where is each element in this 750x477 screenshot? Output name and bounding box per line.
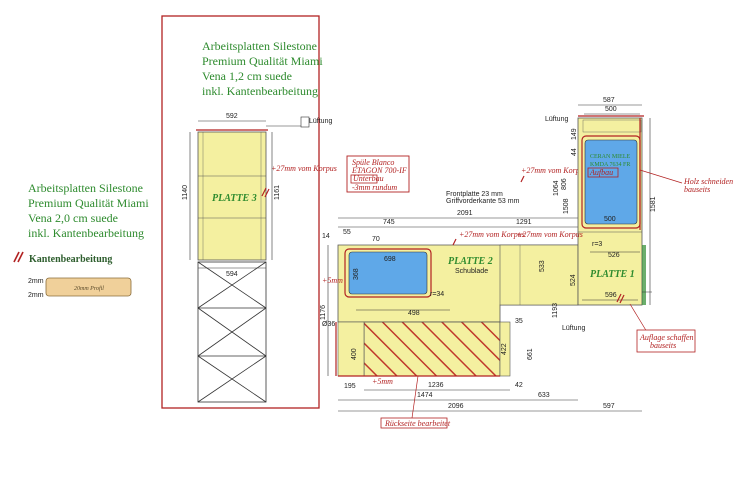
lueftung-label-3: Lüftung — [309, 118, 332, 125]
dim-1193: 1193 — [552, 303, 559, 318]
kanten-mm-bottom: 2mm — [28, 292, 44, 299]
dim-1291: 1291 — [516, 219, 532, 226]
dia-36: Ø36 — [322, 321, 335, 328]
auflage-callout: Auflage schaffen bauseits — [629, 303, 696, 353]
r3-label: r=3 — [592, 241, 602, 248]
dim-422: 422 — [501, 343, 508, 355]
rueckseite-label: Rückseite bearbeitet — [384, 419, 451, 428]
dim-533: 533 — [539, 260, 546, 272]
left-note-line2: Premium Qualität Miami — [28, 196, 149, 210]
dim-1140: 1140 — [182, 185, 189, 200]
dim-500a: 500 — [605, 106, 617, 113]
left-note-line1: Arbeitsplatten Silestone — [28, 181, 143, 195]
plate1-label: PLATTE 1 — [590, 269, 635, 280]
box-note-line4: inkl. Kantenbearbeitung — [202, 84, 318, 98]
kanten-mm-top: 2mm — [28, 278, 44, 285]
cooktop-note-line2: KMDA 7634 FR — [590, 162, 630, 168]
front-note-2: Griffvorderkante 53 mm — [446, 198, 520, 205]
dim-594: 594 — [226, 271, 238, 278]
kanten-title: Kantenbearbeitung — [29, 254, 112, 265]
dim-44: 44 — [571, 148, 578, 156]
holz-label: Holz schneiden — [683, 177, 733, 186]
dim-1161: 1161 — [274, 185, 281, 200]
korpus-note-2: +27mm vom Korpus — [459, 230, 525, 239]
dim-1474: 1474 — [417, 392, 433, 399]
auflage-label: Auflage schaffen — [639, 333, 694, 342]
sink-note-line2: ETAGON 700-IF — [351, 166, 407, 175]
dim-1581: 1581 — [650, 196, 657, 212]
box-material-note: Arbeitsplatten Silestone Premium Qualitä… — [202, 39, 323, 98]
korpus-note-3: +27mm vom Korpus — [271, 164, 337, 173]
holz-callout: Holz schneiden bauseits — [639, 169, 733, 194]
dim-498: 498 — [408, 310, 420, 317]
dim-1176: 1176 — [320, 305, 327, 320]
plus5-note: +5mm — [322, 276, 343, 285]
dim-42: 42 — [515, 382, 523, 389]
sink-note-line4: -3mm rundum — [352, 183, 397, 192]
dim-2096: 2096 — [448, 403, 464, 410]
dim-1508: 1508 — [563, 198, 570, 214]
left-note-line3: Vena 2,0 cm suede — [28, 211, 118, 225]
plate3: PLATTE 3 — [197, 131, 267, 261]
sink-note-line3: Unterbau — [353, 174, 384, 183]
dim-368: 368 — [353, 268, 360, 280]
plus5-note-bottom: +5mm — [372, 377, 393, 386]
front-note-1: Frontplatte 23 mm — [446, 191, 503, 198]
dim-400: 400 — [351, 348, 358, 360]
schublade-label: Schublade — [455, 268, 488, 275]
dim-524: 524 — [570, 274, 577, 286]
lueftung-label-2: Lüftung — [562, 325, 585, 332]
profile-label: 20mm Profil — [74, 285, 104, 292]
left-material-note: Arbeitsplatten Silestone Premium Qualitä… — [28, 181, 149, 240]
box-note-line2: Premium Qualität Miami — [202, 54, 323, 68]
dim-35: 35 — [515, 318, 523, 325]
cooktop-note-line1: CERAN MIELE — [590, 154, 630, 160]
dim-745: 745 — [383, 219, 395, 226]
sink-note-line1: Spüle Blanco — [352, 158, 394, 167]
holz-label-2: bauseits — [684, 185, 710, 194]
box-note-line3: Vena 1,2 cm suede — [202, 69, 292, 83]
cooktop-note-line3: Aufbau — [589, 168, 613, 177]
rueckseite-callout: Rückseite bearbeitet — [380, 375, 451, 429]
lueftung-label-1: Lüftung — [545, 116, 568, 123]
sink: 698 368 — [344, 248, 432, 298]
plate2-label: PLATTE 2 — [448, 256, 493, 267]
plate3-label: PLATTE 3 — [212, 193, 257, 204]
r34-label: r=34 — [430, 291, 444, 298]
box-note-line1: Arbeitsplatten Silestone — [202, 39, 317, 53]
dim-633: 633 — [538, 392, 550, 399]
dim-806: 806 — [561, 178, 568, 190]
dim-70: 70 — [372, 236, 380, 243]
dim-2091: 2091 — [457, 210, 473, 217]
dim-500b: 500 — [604, 216, 616, 223]
dim-1236: 1236 — [428, 382, 444, 389]
left-note-line4: inkl. Kantenbearbeitung — [28, 226, 144, 240]
dim-597: 597 — [603, 403, 615, 410]
dim-195: 195 — [344, 383, 356, 390]
plate3-frame — [161, 15, 320, 409]
dim-587: 587 — [603, 97, 615, 104]
dim-592: 592 — [226, 113, 238, 120]
plate3-edges — [196, 129, 270, 198]
profile-sample — [45, 277, 132, 297]
dim-661: 661 — [527, 348, 534, 360]
dim-698: 698 — [384, 256, 396, 263]
dim-526: 526 — [608, 252, 620, 259]
cooktop: CERAN MIELE KMDA 7634 FR Aufbau 500 — [581, 135, 641, 229]
auflage-label-2: bauseits — [650, 341, 676, 350]
sink-note: Spüle Blanco ETAGON 700-IF Unterbau -3mm… — [346, 155, 410, 193]
dim-596: 596 — [605, 292, 617, 299]
dim-149: 149 — [571, 128, 578, 140]
korpus-note-4: +27mm vom Korpus — [517, 230, 583, 239]
dim-1064: 1064 — [553, 180, 560, 196]
korpus-note-1: +27mm vom Korpus — [521, 166, 587, 175]
plate3-cabinet — [197, 261, 267, 403]
peninsula-hatched — [363, 321, 501, 377]
dim-14: 14 — [322, 233, 330, 240]
dim-55: 55 — [343, 229, 351, 236]
kanten-legend: Kantenbearbeitung 2mm 2mm 20mm Profil — [13, 251, 132, 299]
